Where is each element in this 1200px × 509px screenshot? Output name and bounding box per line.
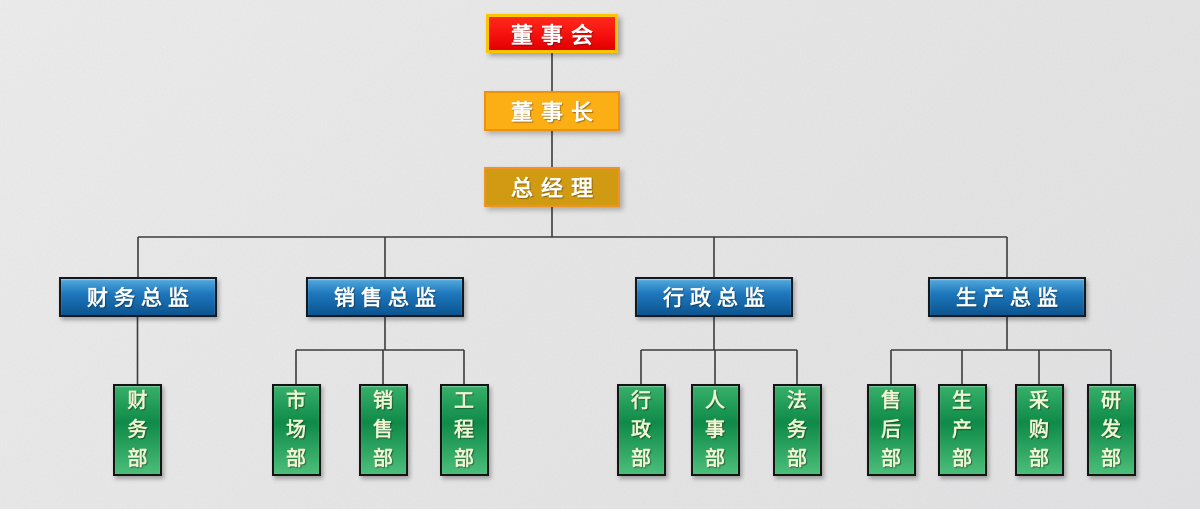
dept-label: 生产部 (952, 389, 972, 470)
director-label-admin: 行政总监 (663, 286, 771, 310)
dept-label: 市场部 (286, 389, 306, 470)
director-label-production: 生产总监 (956, 286, 1064, 310)
chairman-label: 董事长 (510, 100, 601, 125)
director-node-sales: 销售总监 (306, 277, 464, 317)
dept-node: 销售部 (358, 384, 408, 476)
general-manager-node: 总经理 (484, 167, 620, 207)
dept-node: 工程部 (439, 384, 489, 476)
chairman-node: 董事长 (484, 91, 620, 131)
dept-label: 行政部 (631, 389, 651, 470)
general-manager-label: 总经理 (510, 176, 601, 201)
dept-label: 财务部 (127, 389, 148, 470)
dept-node: 行政部 (616, 384, 666, 476)
board-label: 董事会 (510, 22, 601, 48)
dept-label: 人事部 (705, 389, 725, 470)
dept-label: 售后部 (881, 389, 901, 470)
dept-label: 研发部 (1101, 389, 1121, 470)
dept-node: 生产部 (937, 384, 987, 476)
dept-label: 工程部 (454, 389, 474, 470)
dept-label: 采购部 (1029, 389, 1049, 470)
dept-node: 财务部 (113, 384, 162, 476)
dept-node: 售后部 (866, 384, 916, 476)
director-node-finance: 财务总监 (59, 277, 217, 317)
director-label-sales: 销售总监 (334, 286, 442, 310)
director-node-admin: 行政总监 (635, 277, 793, 317)
dept-node: 法务部 (772, 384, 822, 476)
dept-node: 市场部 (271, 384, 321, 476)
dept-node: 人事部 (690, 384, 740, 476)
director-node-production: 生产总监 (928, 277, 1086, 317)
dept-node: 采购部 (1014, 384, 1064, 476)
board-node: 董事会 (486, 14, 618, 53)
director-label-finance: 财务总监 (87, 286, 195, 310)
dept-label: 销售部 (373, 389, 393, 470)
dept-label: 法务部 (787, 389, 807, 470)
dept-node: 研发部 (1086, 384, 1136, 476)
